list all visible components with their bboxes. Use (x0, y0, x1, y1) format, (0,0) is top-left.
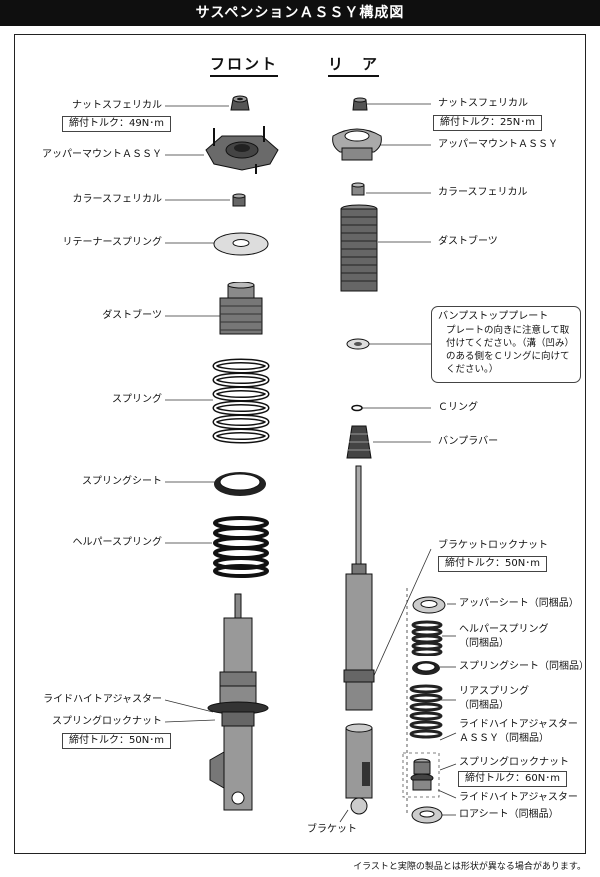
front-spring-part (212, 358, 270, 444)
disclaimer-footer: イラストと実際の製品とは形状が異なる場合があります。 (353, 862, 586, 872)
label-rear-ride-height-assy: ライドハイトアジャスター (459, 719, 578, 730)
label-rear-ride-height-assy-included: ＡＳＳＹ（同梱品） (459, 733, 549, 744)
label-front-dust-boot: ダストブーツ (102, 310, 162, 321)
label-rear-spring: リアスプリング (459, 686, 529, 697)
bump-stop-plate-note: バンプストッププレート プレートの向きに注意して取付けてください。（溝（凹み）の… (431, 306, 581, 383)
label-front-upper-mount: アッパーマウントＡＳＳＹ (42, 149, 162, 160)
label-front-ride-height-adjuster: ライドハイトアジャスター (43, 694, 162, 705)
torque-front-spring-lock-nut: 締付トルク：50N･m (62, 733, 171, 749)
rear-upper-sheet-part (412, 596, 446, 614)
rear-bump-rubber-part (346, 425, 372, 459)
front-upper-mount-part (205, 126, 279, 174)
front-helper-spring-part (213, 516, 269, 578)
label-rear-lower-sheet: ロアシート（同梱品） (459, 809, 559, 820)
label-rear-collar: カラースフェリカル (438, 187, 528, 198)
label-front-spring-seat: スプリングシート (82, 476, 162, 487)
label-rear-spring-seat: スプリングシート（同梱品） (459, 661, 589, 672)
page-title: サスペンションＡＳＳＹ構成図 (0, 0, 600, 26)
front-spring-seat-part (214, 472, 266, 496)
label-rear-upper-sheet: アッパーシート（同梱品） (459, 598, 579, 609)
label-rear-bump-rubber: バンプラバー (438, 436, 499, 447)
label-rear-bracket-lock-nut: ブラケットロックナット (438, 540, 548, 551)
torque-front-nut: 締付トルク：49N･m (62, 116, 171, 132)
bump-stop-plate-title: バンプストッププレート (438, 311, 549, 322)
label-rear-ride-height-adjuster: ライドハイトアジャスター (459, 792, 578, 803)
heading-rear: リ ア (328, 53, 380, 77)
label-front-retainer-spring: リテーナースプリング (62, 237, 163, 248)
torque-rear-bracket-lock-nut: 締付トルク：50N･m (438, 556, 547, 572)
rear-c-ring-part (351, 404, 363, 412)
label-front-helper-spring: ヘルパースプリング (72, 537, 163, 548)
rear-dust-boot-part (340, 204, 378, 292)
rear-bump-stop-plate-part (346, 338, 370, 350)
rear-helper-spring-part (411, 620, 443, 656)
front-dust-boot-part (219, 282, 263, 335)
torque-rear-nut: 締付トルク：25N･m (433, 115, 542, 131)
front-nut-part (230, 95, 250, 111)
rear-nut-part (352, 97, 368, 111)
label-rear-upper-mount: アッパーマウントＡＳＳＹ (438, 139, 558, 150)
diagram-frame (14, 34, 586, 854)
rear-ride-height-adjuster-part (410, 758, 434, 791)
front-collar-part (232, 193, 246, 207)
heading-front: フロント (210, 53, 279, 77)
rear-spring-part (409, 684, 443, 739)
rear-lower-sheet-part (411, 806, 443, 824)
rear-damper-part (343, 465, 375, 815)
label-rear-bracket: ブラケット (307, 824, 357, 835)
rear-upper-mount-part (332, 128, 382, 161)
label-rear-spring-included: （同梱品） (459, 700, 509, 711)
label-front-collar: カラースフェリカル (72, 194, 163, 205)
bump-stop-plate-text: プレートの向きに注意して取付けてください。（溝（凹み）のある側をＣリングに向けて… (446, 325, 574, 375)
label-front-nut: ナットスフェリカル (72, 100, 162, 111)
label-rear-c-ring: Ｃリング (438, 402, 478, 413)
torque-rear-spring-lock-nut: 締付トルク：60N･m (458, 771, 567, 787)
label-rear-helper-spring-included: （同梱品） (459, 638, 509, 649)
label-rear-helper-spring: ヘルパースプリング (459, 624, 549, 635)
rear-spring-seat-part (412, 661, 440, 675)
front-retainer-spring-part (213, 232, 269, 256)
label-rear-spring-lock-nut: スプリングロックナット (459, 757, 569, 768)
label-rear-dust-boot: ダストブーツ (438, 236, 498, 247)
rear-collar-part (351, 182, 365, 196)
front-damper-part (207, 593, 269, 811)
label-front-spring: スプリング (112, 394, 162, 405)
label-front-spring-lock-nut: スプリングロックナット (52, 716, 162, 727)
label-rear-nut: ナットスフェリカル (438, 98, 528, 109)
